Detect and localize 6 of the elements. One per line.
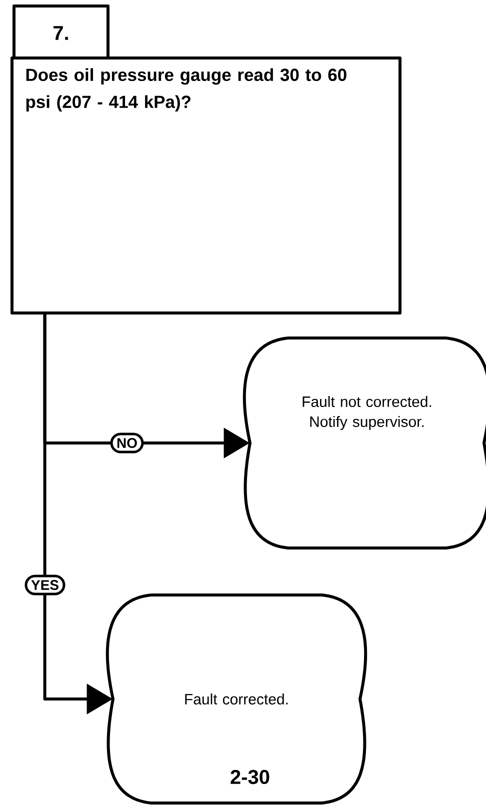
terminal-box: Fault not corrected. Notify supervisor. (242, 336, 486, 550)
page-number: 2-30 (230, 770, 270, 784)
question-box: 7. Does oil pressure gauge read 30 to 60 psi (207 - 414 kPa)? (10, 4, 402, 314)
edge-label: YES (24, 574, 66, 596)
edge-label: NO (110, 432, 144, 454)
node-label: 7. (54, 26, 68, 40)
